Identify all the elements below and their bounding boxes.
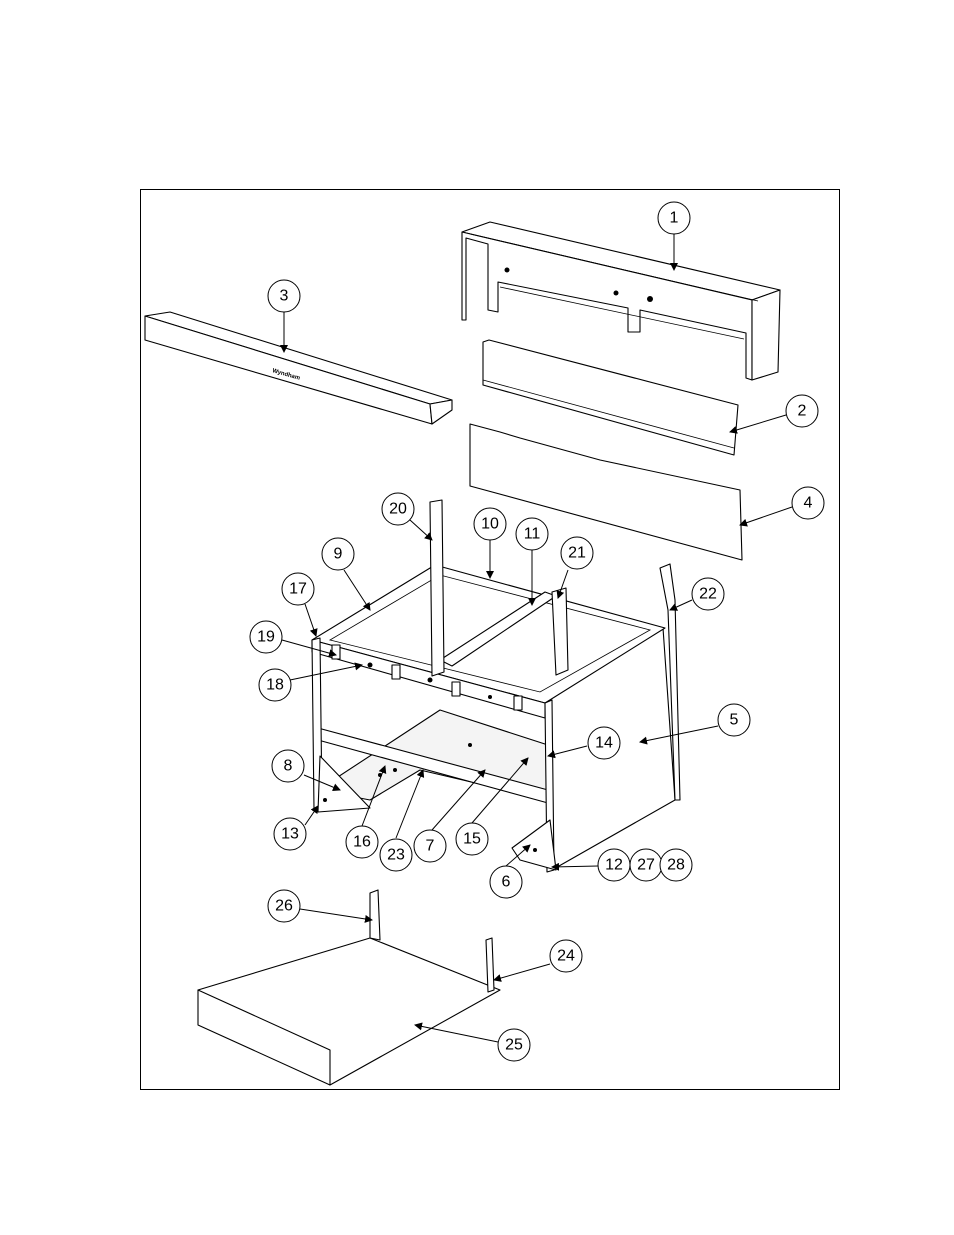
main-frame [311,499,681,873]
svg-text:28: 28 [667,857,685,874]
part-4-panel [469,423,743,561]
callout-5: 5 [717,703,751,737]
callout-16: 16 [345,825,379,859]
svg-text:8: 8 [284,758,293,775]
callout-22: 22 [691,577,725,611]
svg-text:19: 19 [257,629,275,646]
callout-25: 25 [497,1028,531,1062]
svg-text:2: 2 [798,403,807,420]
callout-21: 21 [560,536,594,570]
svg-text:25: 25 [505,1037,523,1054]
callout-11: 11 [515,517,549,551]
callout-14: 14 [587,726,621,760]
svg-text:13: 13 [281,826,299,843]
callout-24: 24 [549,939,583,973]
callout-10: 10 [473,507,507,541]
svg-text:17: 17 [289,581,307,598]
svg-text:9: 9 [334,546,343,563]
svg-text:20: 20 [389,501,407,518]
svg-text:6: 6 [502,874,511,891]
callout-27: 27 [629,848,663,882]
svg-text:18: 18 [266,677,284,694]
callout-9: 9 [321,537,355,571]
callout-26: 26 [267,889,301,923]
svg-text:1: 1 [670,210,679,227]
svg-text:5: 5 [730,712,739,729]
svg-text:7: 7 [426,838,435,855]
svg-text:3: 3 [280,288,289,305]
part-25-bottom-tray [197,889,501,1086]
callout-20: 20 [381,492,415,526]
callout-1: 1 [657,201,691,235]
callout-12: 12 [597,848,631,882]
callout-6: 6 [489,865,523,899]
callout-13: 13 [273,817,307,851]
callout-2: 2 [785,394,819,428]
svg-text:23: 23 [387,847,405,864]
callout-8: 8 [271,749,305,783]
svg-text:24: 24 [557,948,575,965]
svg-text:15: 15 [463,831,481,848]
leader-lines [280,234,793,1043]
callout-4: 4 [791,486,825,520]
svg-text:11: 11 [524,526,541,543]
callout-15: 15 [455,822,489,856]
diagram-frame [140,189,840,1090]
svg-text:14: 14 [595,735,613,752]
part-2-panel [482,339,739,456]
svg-text:10: 10 [481,516,499,533]
part-1-top-hood [461,221,781,381]
svg-text:21: 21 [568,545,586,562]
svg-text:27: 27 [637,857,655,874]
svg-text:4: 4 [804,495,813,512]
callout-17: 17 [281,572,315,606]
part-3-front-trim: Wyndham [144,311,453,425]
svg-text:12: 12 [605,857,623,874]
svg-text:22: 22 [699,586,717,603]
callout-19: 19 [249,620,283,654]
callout-7: 7 [413,829,447,863]
callout-18: 18 [258,668,292,702]
callout-3: 3 [267,279,301,313]
callout-23: 23 [379,838,413,872]
svg-text:16: 16 [353,834,371,851]
callout-28: 28 [659,848,693,882]
svg-text:26: 26 [275,898,293,915]
